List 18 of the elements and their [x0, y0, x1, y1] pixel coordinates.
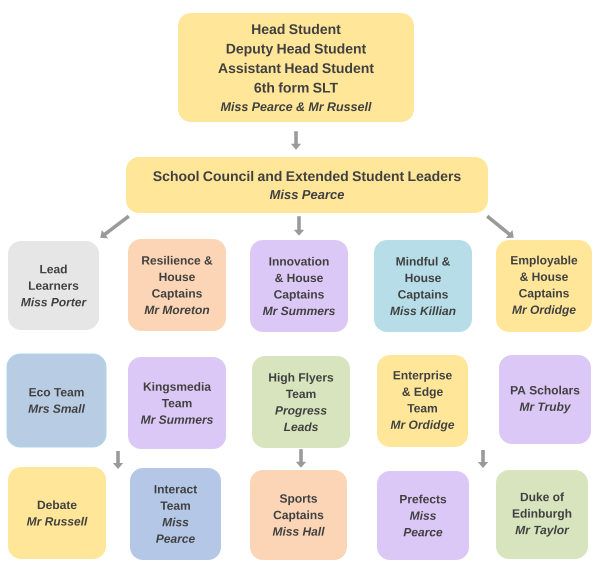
role-box: High Flyers Team Progress Leads — [252, 356, 350, 448]
role-box: Interact Team Miss Pearce — [130, 468, 221, 560]
role-box: Debate Mr Russell — [8, 467, 106, 559]
role-box: Head Student Deputy Head Student Assistant Head Student 6th form SLT Miss Pearce & Mr Russell — [178, 13, 414, 122]
role-box: PA Scholars Mr Truby — [499, 355, 591, 444]
role-box: Duke of Edinburgh Mr Taylor — [496, 470, 588, 559]
role-box: Innovation & House Captains Mr Summers — [250, 240, 348, 332]
role-box: Kingsmedia Team Mr Summers — [128, 357, 226, 449]
role-box: Mindful & House Captains Miss Killian — [374, 240, 472, 332]
arrow — [100, 214, 130, 238]
role-box: Resilience & House Captains Mr Moreton — [128, 239, 226, 331]
role-box: Lead Learners Miss Porter — [8, 241, 99, 330]
role-box: School Council and Extended Student Leaders Miss Pearce — [126, 157, 488, 213]
role-box: Eco Team Mrs Small — [6, 354, 106, 448]
role-box: Sports Captains Miss Hall — [250, 470, 347, 560]
role-box: Enterprise & Edge Team Mr Ordidge — [377, 355, 468, 447]
role-box: Employable & House Captains Mr Ordidge — [496, 240, 592, 332]
role-box: Prefects Miss Pearce — [377, 471, 469, 560]
